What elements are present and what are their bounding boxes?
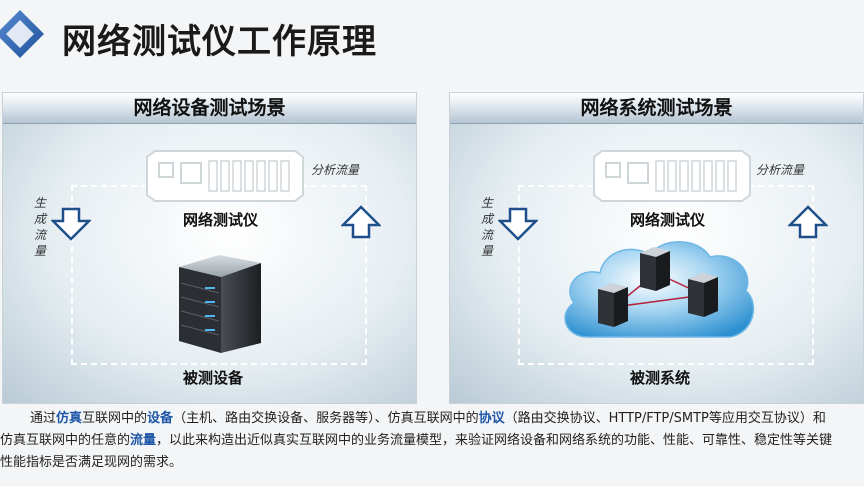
caption-text: ，以此来构造出近似真实互联网中的业务流量模型，来验证网络设备和网络系统的功能、性… xyxy=(156,433,833,448)
cloud-network-icon xyxy=(564,241,755,338)
panel-header: 网络设备测试场景 xyxy=(3,93,416,124)
tester-label: 网络测试仪 xyxy=(630,211,706,229)
generate-traffic-label: 生成流量 xyxy=(480,196,493,258)
caption-text: 性能指标是否满足现网的需求。 xyxy=(0,455,183,470)
server-node xyxy=(598,283,628,327)
network-tester-icon xyxy=(593,150,751,202)
server-node xyxy=(688,273,718,317)
caption-highlight: 设备 xyxy=(147,411,174,426)
description-text: 通过仿真互联网中的设备（主机、路由交换设备、服务器等）、仿真互联网中的协议（路由… xyxy=(0,408,864,474)
network-tester-icon xyxy=(146,150,304,202)
analyze-traffic-label: 分析流量 xyxy=(756,163,805,177)
generate-traffic-label: 生成流量 xyxy=(33,196,46,258)
arrow-up-icon xyxy=(341,205,381,239)
system-test-panel: 网络系统测试场景 网络测试仪 生成流量 分析流量 xyxy=(449,92,864,404)
analyze-traffic-label: 分析流量 xyxy=(311,163,360,177)
caption-text: 互联网中的 xyxy=(82,411,148,426)
caption-text: 通过 xyxy=(30,411,57,426)
dut-label: 被测设备 xyxy=(183,369,244,387)
dut-label: 被测系统 xyxy=(630,369,691,387)
arrow-down-icon xyxy=(51,207,91,241)
caption-highlight: 流量 xyxy=(130,433,157,448)
caption-text: 仿真互联网中的任意的 xyxy=(0,433,131,448)
server-icon xyxy=(179,255,261,353)
caption-highlight: 仿真 xyxy=(56,411,83,426)
page-title: 网络测试仪工作原理 xyxy=(62,22,377,62)
server-node xyxy=(640,247,670,291)
tester-label: 网络测试仪 xyxy=(183,211,259,229)
arrow-up-icon xyxy=(788,205,828,239)
device-test-panel: 网络设备测试场景 网络测试仪 生成流量 分析流量 xyxy=(2,92,417,404)
caption-highlight: 协议 xyxy=(478,411,505,426)
caption-text: （路由交换协议、HTTP/FTP/SMTP等应用交互协议）和 xyxy=(504,411,826,426)
arrow-down-icon xyxy=(498,207,538,241)
caption-text: （主机、路由交换设备、服务器等）、仿真互联网中的 xyxy=(173,411,479,426)
logo-icon xyxy=(0,10,44,58)
panel-header: 网络系统测试场景 xyxy=(450,93,863,124)
